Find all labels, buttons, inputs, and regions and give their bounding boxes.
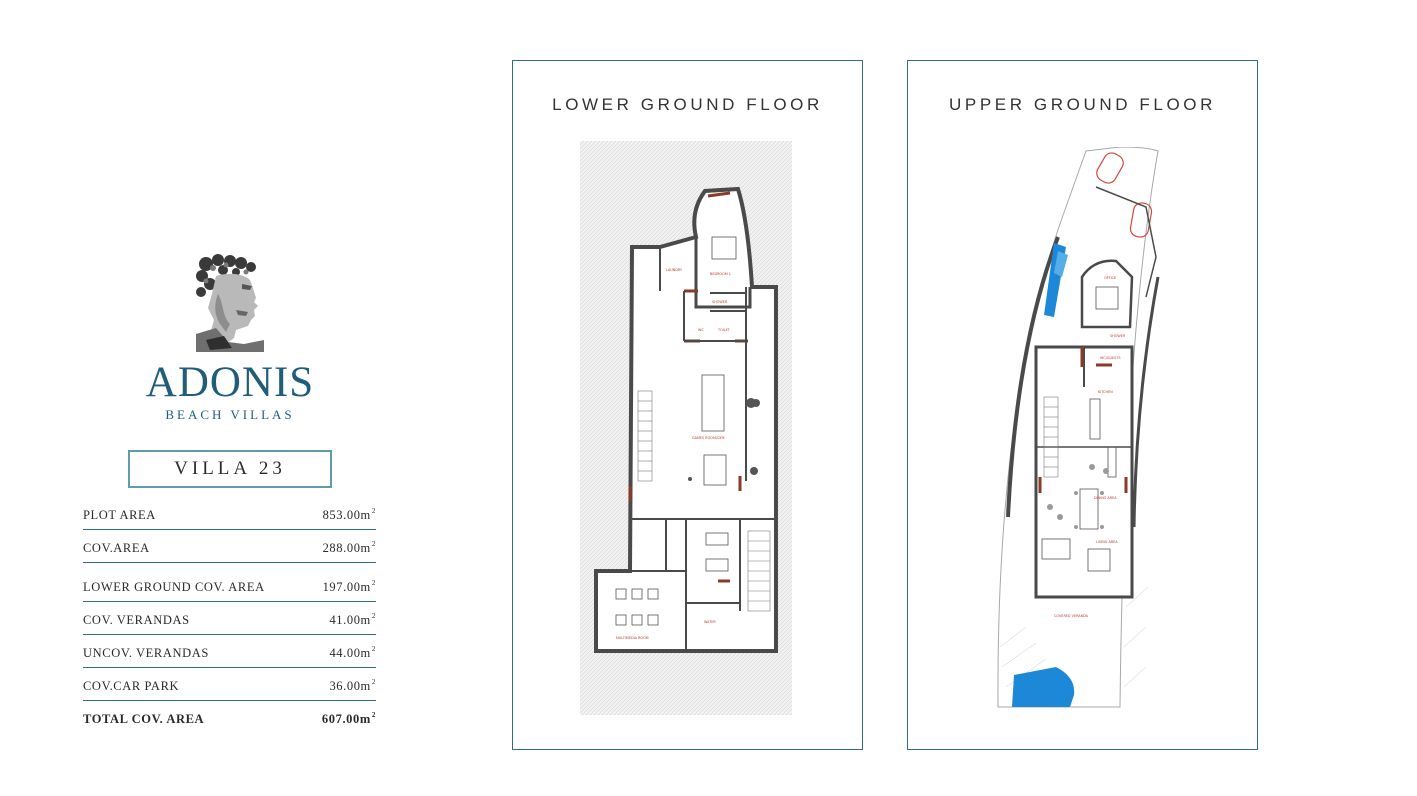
area-label: COV. VERANDAS xyxy=(83,613,190,627)
area-row-total: TOTAL COV. AREA 607.00m2 xyxy=(83,701,376,733)
area-value: 41.00m2 xyxy=(329,612,376,627)
area-label: COV.AREA xyxy=(83,541,150,555)
room-label: KITCHEN xyxy=(1098,390,1113,394)
area-value: 853.00m2 xyxy=(322,507,376,522)
room-label: DINING AREA xyxy=(1094,496,1117,500)
room-label: LAUNDRY xyxy=(666,268,683,272)
panel-title: UPPER GROUND FLOOR xyxy=(949,95,1216,114)
room-label: MULTIMEDIA ROOM xyxy=(616,636,649,640)
area-value: 197.00m2 xyxy=(322,579,376,594)
room-label: COVERED VERANDA xyxy=(1054,614,1089,618)
lower-ground-floor-panel: LOWER GROUND FLOOR xyxy=(512,60,863,750)
area-value: 607.00m2 xyxy=(321,711,376,726)
panel-title: LOWER GROUND FLOOR xyxy=(552,95,823,114)
area-label: COV.CAR PARK xyxy=(83,679,180,693)
room-label: WC/GUESTS xyxy=(1100,356,1121,360)
room-label: SHOWER xyxy=(712,300,728,304)
area-value: 36.00m2 xyxy=(329,678,376,693)
room-label: GAMES ROOM/GYM xyxy=(692,436,725,440)
bust-icon xyxy=(196,254,264,352)
room-label: OFFICE xyxy=(1104,276,1116,280)
area-label: UNCOV. VERANDAS xyxy=(83,646,209,660)
lower-floor-plan: LAUNDRY BEDROOM 1 SHOWER WC TOILET GAMES… xyxy=(580,141,792,715)
upper-floor-plan: OFFICE SHOWER WC/GUESTS KITCHEN DINING A… xyxy=(996,146,1176,711)
room-label: WATER xyxy=(704,620,716,624)
room-label: TOILET xyxy=(717,328,731,332)
brand-name: ADONIS xyxy=(145,359,315,406)
area-row: COV. VERANDAS 41.00m2 xyxy=(83,602,376,635)
area-row: COV.CAR PARK 36.00m2 xyxy=(83,668,376,701)
area-table: PLOT AREA 853.00m2 COV.AREA 288.00m2 LOW… xyxy=(83,500,376,733)
area-row: PLOT AREA 853.00m2 xyxy=(83,500,376,530)
area-value: 288.00m2 xyxy=(322,540,376,555)
room-label: LIVING AREA xyxy=(1096,540,1118,544)
area-row: UNCOV. VERANDAS 44.00m2 xyxy=(83,635,376,668)
area-label: TOTAL COV. AREA xyxy=(83,712,205,726)
upper-ground-floor-panel: UPPER GROUND FLOOR xyxy=(907,60,1258,750)
room-label: WC xyxy=(698,328,704,332)
area-label: PLOT AREA xyxy=(83,508,156,522)
brand-subtitle: BEACH VILLAS xyxy=(165,407,295,422)
area-label: LOWER GROUND COV. AREA xyxy=(83,580,265,594)
villa-label: VILLA 23 xyxy=(128,450,332,488)
room-label: SHOWER xyxy=(1110,334,1126,338)
area-value: 44.00m2 xyxy=(329,645,376,660)
area-row: LOWER GROUND COV. AREA 197.00m2 xyxy=(83,563,376,602)
room-label: BEDROOM 1 xyxy=(710,272,731,276)
area-row: COV.AREA 288.00m2 xyxy=(83,530,376,563)
